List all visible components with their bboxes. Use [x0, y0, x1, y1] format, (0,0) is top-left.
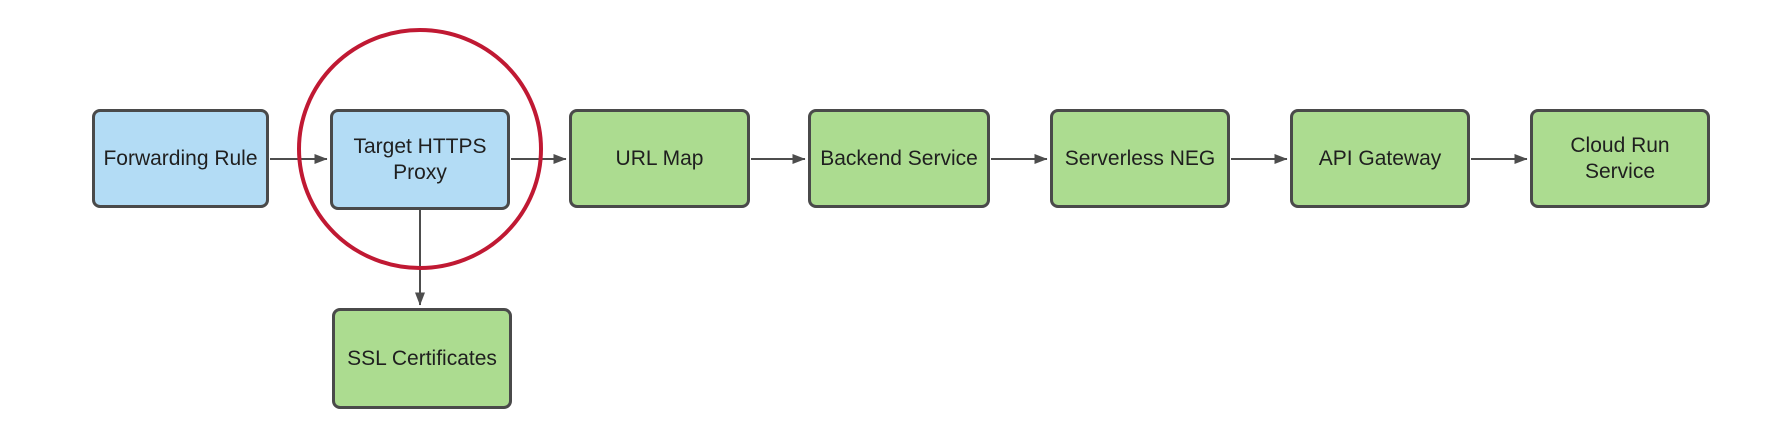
node-label: Forwarding Rule — [103, 146, 258, 170]
node-cloud-run-service: Cloud Run Service — [1530, 109, 1710, 208]
node-label: Cloud Run Service — [1570, 133, 1670, 183]
node-label: SSL Certificates — [347, 346, 497, 370]
node-url-map: URL Map — [569, 109, 750, 208]
node-label: URL Map — [615, 146, 704, 170]
node-backend-service: Backend Service — [808, 109, 990, 208]
node-label: API Gateway — [1318, 146, 1442, 170]
node-target-https-proxy: Target HTTPS Proxy — [330, 109, 510, 210]
node-api-gateway: API Gateway — [1290, 109, 1470, 208]
node-serverless-neg: Serverless NEG — [1050, 109, 1230, 208]
node-ssl-certificates: SSL Certificates — [332, 308, 512, 409]
node-forwarding-rule: Forwarding Rule — [92, 109, 269, 208]
node-label: Serverless NEG — [1064, 146, 1216, 170]
node-label: Backend Service — [820, 146, 978, 170]
node-label: Target HTTPS Proxy — [353, 134, 487, 184]
